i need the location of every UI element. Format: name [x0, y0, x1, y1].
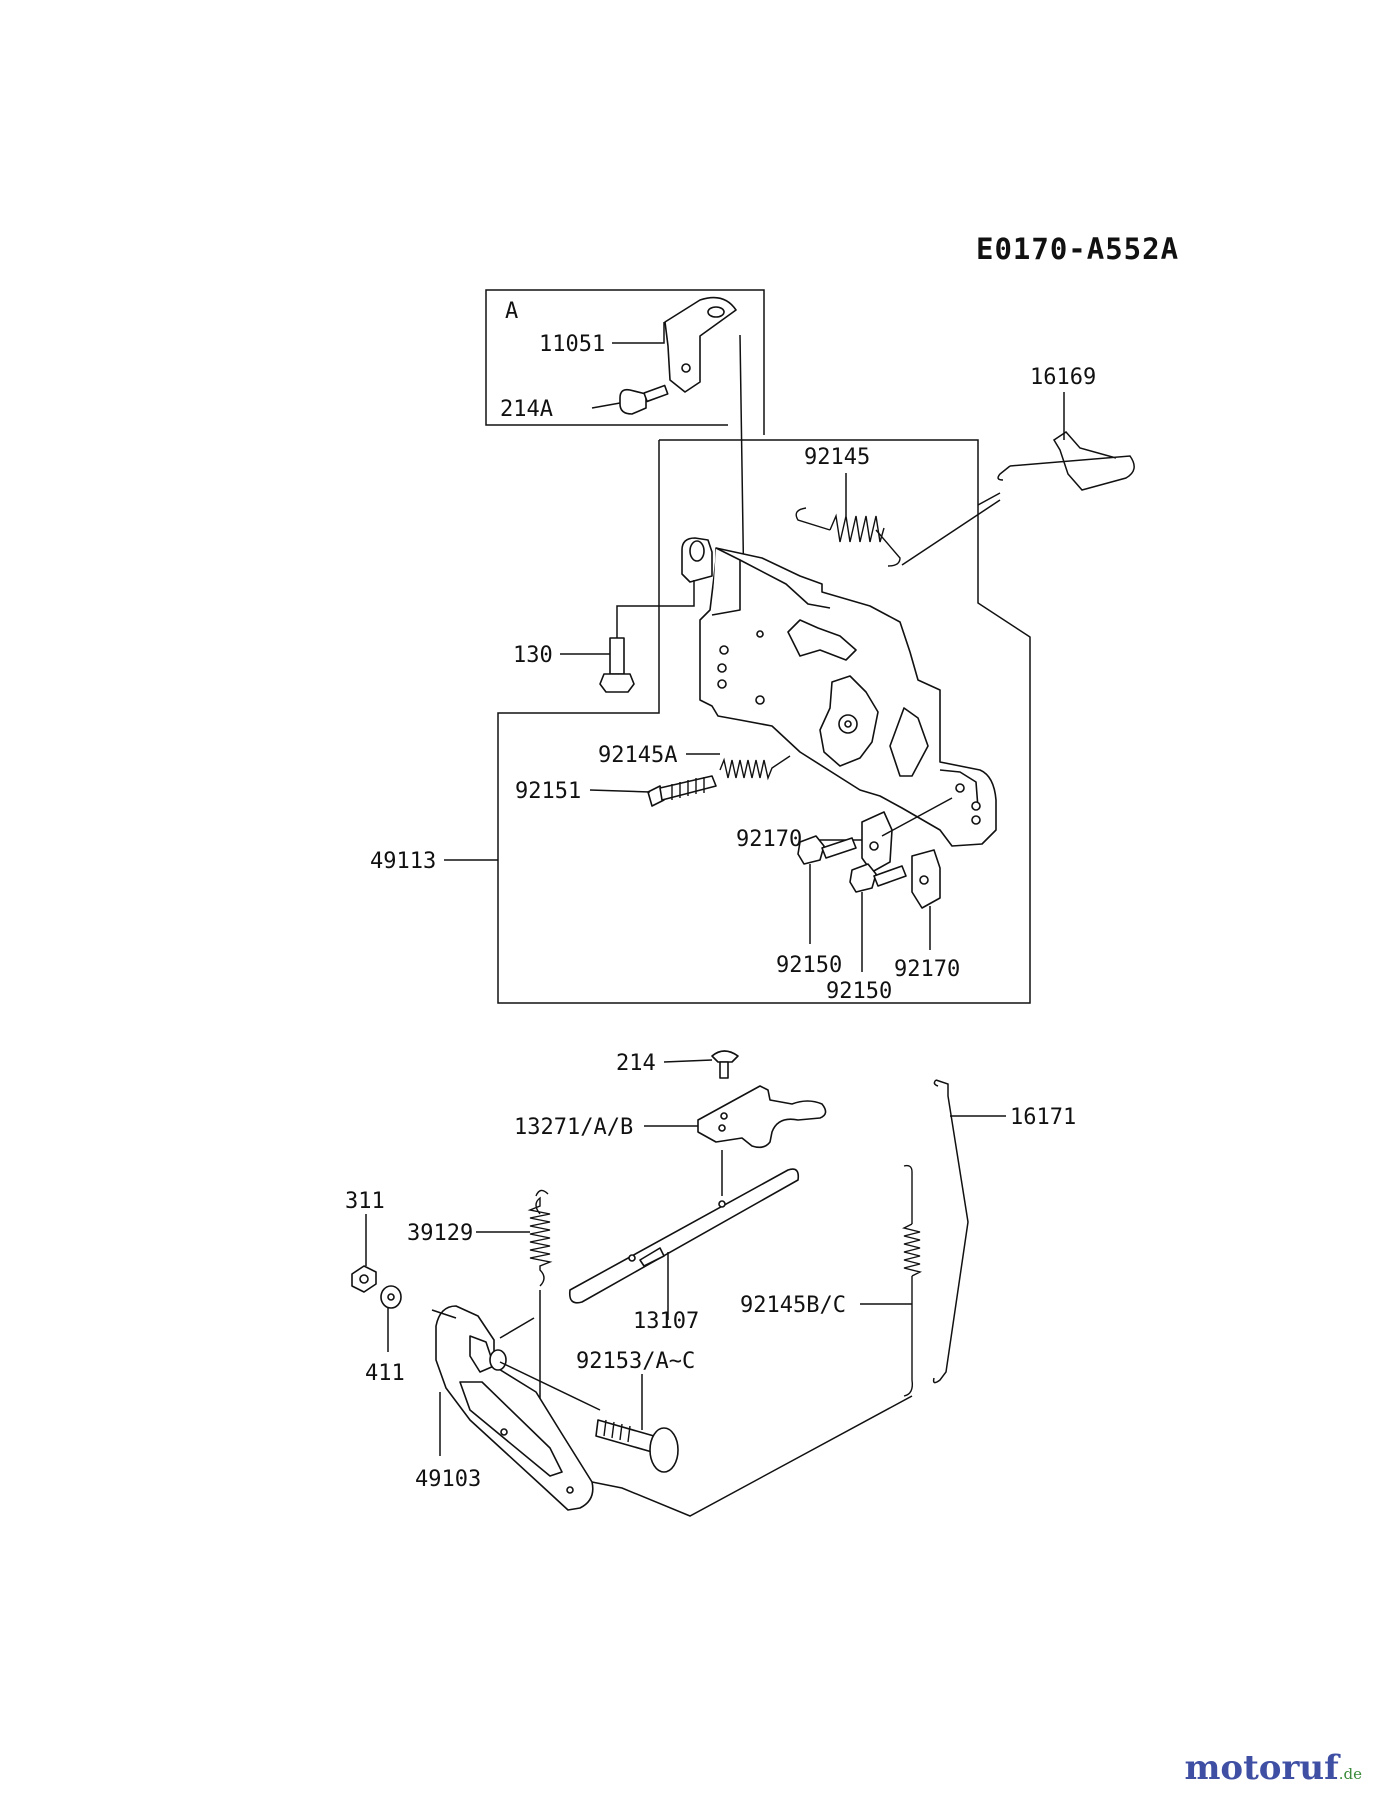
inset-a-box: [485, 289, 765, 435]
spring-92145: [795, 507, 901, 567]
assembly-49113-outline: [497, 439, 1031, 1004]
washer-411: [380, 1285, 402, 1309]
bolt-92150-a: [797, 835, 857, 865]
label-92150-a: 92150: [776, 953, 842, 978]
label-92145bc: 92145B/C: [740, 1293, 846, 1318]
label-49113: 49113: [370, 849, 436, 874]
inset-a-label: A: [505, 299, 518, 324]
label-214: 214: [616, 1051, 656, 1076]
clip-92170-b: [911, 849, 941, 909]
label-39129: 39129: [407, 1221, 473, 1246]
label-92151: 92151: [515, 779, 581, 804]
label-411: 411: [365, 1361, 405, 1386]
spring-92145bc: [901, 1164, 923, 1397]
label-92170-a: 92170: [736, 827, 802, 852]
spring-92145a: [719, 755, 791, 781]
plate-13271: [697, 1085, 827, 1149]
bolt-92153-thread: [603, 1419, 631, 1443]
label-16169: 16169: [1030, 365, 1096, 390]
label-92145: 92145: [804, 445, 870, 470]
rod-16169: [901, 392, 1135, 566]
screw-92151-thread: [671, 777, 705, 800]
rod-16171: [932, 1079, 969, 1384]
watermark-tld: .de: [1338, 1765, 1362, 1783]
label-49103: 49103: [415, 1467, 481, 1492]
stud-post: [681, 537, 713, 583]
label-130: 130: [513, 643, 553, 668]
bracket-11051: [664, 296, 737, 393]
label-13271: 13271/A/B: [514, 1115, 633, 1140]
label-92150-b: 92150: [826, 979, 892, 1004]
bolt-130: [599, 637, 635, 693]
label-311: 311: [345, 1189, 385, 1214]
label-92170-b: 92170: [894, 957, 960, 982]
governor-plate: [699, 547, 997, 847]
bolt-92150-b: [849, 863, 907, 893]
label-11051: 11051: [539, 332, 605, 357]
clip-92170-a: [861, 811, 893, 873]
label-92153: 92153/A~C: [576, 1349, 695, 1374]
label-214a: 214A: [500, 397, 553, 422]
screw-214: [711, 1050, 739, 1079]
watermark-logo: motoruf.de: [1184, 1748, 1362, 1788]
lever-49103: [435, 1305, 594, 1511]
label-92145a: 92145A: [598, 743, 677, 768]
screw-214a: [619, 384, 669, 415]
nut-311: [351, 1265, 377, 1293]
diagram-code: E0170-A552A: [976, 232, 1179, 266]
label-13107: 13107: [633, 1309, 699, 1334]
screw-92151: [647, 775, 717, 807]
linkage-line: [591, 1395, 913, 1517]
spring-39129: [527, 1189, 553, 1287]
bolt-92153: [595, 1419, 679, 1473]
shaft-13107: [568, 1168, 800, 1304]
label-16171: 16171: [1010, 1105, 1076, 1130]
watermark-brand: motoruf: [1184, 1748, 1339, 1788]
